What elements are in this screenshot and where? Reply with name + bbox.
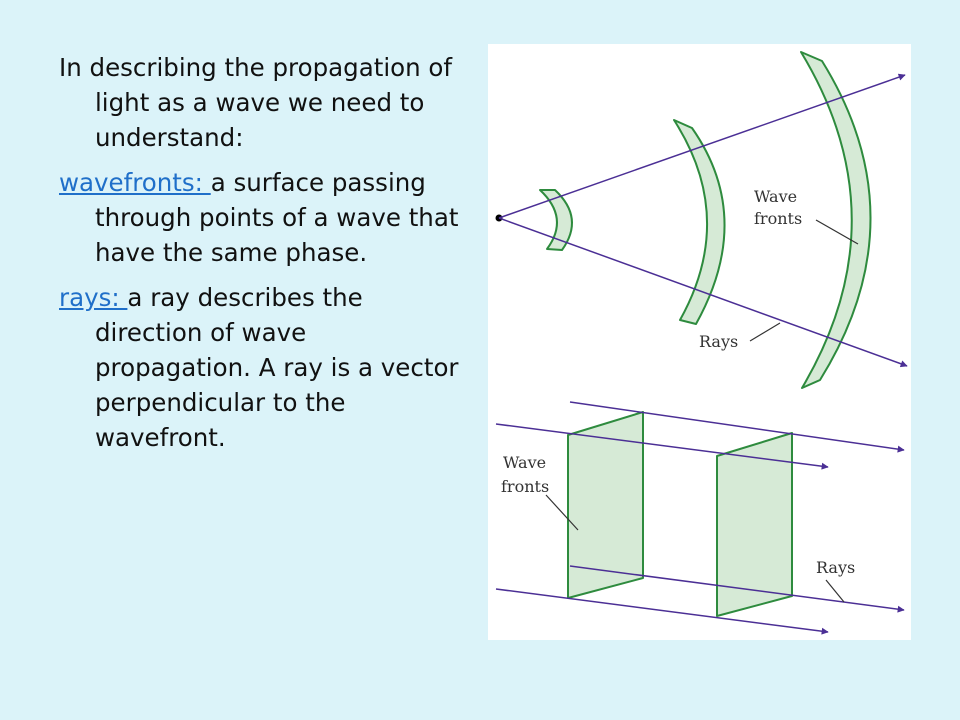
rays-leader-bottom bbox=[825, 579, 845, 603]
wave-fronts-label-bottom-line2: fronts bbox=[501, 477, 549, 496]
text-column: In describing the propagation of light a… bbox=[59, 50, 469, 465]
wave-diagram-svg: Wave fronts Rays Wave fronts Rays bbox=[495, 51, 908, 635]
plane-ray-4 bbox=[495, 588, 829, 635]
wave-fronts-label-bottom-line1: Wave bbox=[503, 453, 546, 472]
wave-fronts-leader-top bbox=[815, 219, 859, 245]
plane-ray-3 bbox=[569, 565, 905, 613]
wavefront-arc-small bbox=[539, 189, 573, 251]
plane-ray-1 bbox=[569, 401, 905, 453]
ray-arrow-lower bbox=[498, 217, 908, 368]
rays-term-link[interactable]: rays: bbox=[59, 283, 128, 312]
wavefronts-definition: a surface passing through points of a wa… bbox=[95, 168, 459, 267]
rays-label-bottom: Rays bbox=[816, 558, 855, 577]
wavefront-arc-medium bbox=[673, 119, 726, 325]
rays-leader-top bbox=[749, 322, 781, 342]
rays-paragraph: rays: a ray describes the direction of w… bbox=[59, 280, 469, 455]
spherical-wave-diagram: Wave fronts Rays bbox=[495, 51, 908, 389]
intro-text: In describing the propagation of light a… bbox=[59, 53, 453, 152]
plane-wave-diagram: Wave fronts Rays bbox=[495, 401, 905, 635]
wave-fronts-label-top-line1: Wave bbox=[754, 187, 797, 206]
wavefronts-term-link[interactable]: wavefronts: bbox=[59, 168, 211, 197]
rays-label-top: Rays bbox=[699, 332, 738, 351]
plane-ray-2 bbox=[495, 423, 829, 470]
wavefront-arc-large bbox=[800, 51, 872, 389]
rays-definition: a ray describes the direction of wave pr… bbox=[95, 283, 459, 452]
ray-arrow-upper bbox=[498, 73, 906, 219]
intro-paragraph: In describing the propagation of light a… bbox=[59, 50, 469, 155]
wave-fronts-leader-bottom bbox=[545, 494, 579, 531]
wavefronts-paragraph: wavefronts: a surface passing through po… bbox=[59, 165, 469, 270]
wave-fronts-label-top-line2: fronts bbox=[754, 209, 802, 228]
plane-wavefront-left bbox=[567, 411, 644, 599]
wave-diagram-figure: Wave fronts Rays Wave fronts Rays bbox=[488, 44, 911, 640]
